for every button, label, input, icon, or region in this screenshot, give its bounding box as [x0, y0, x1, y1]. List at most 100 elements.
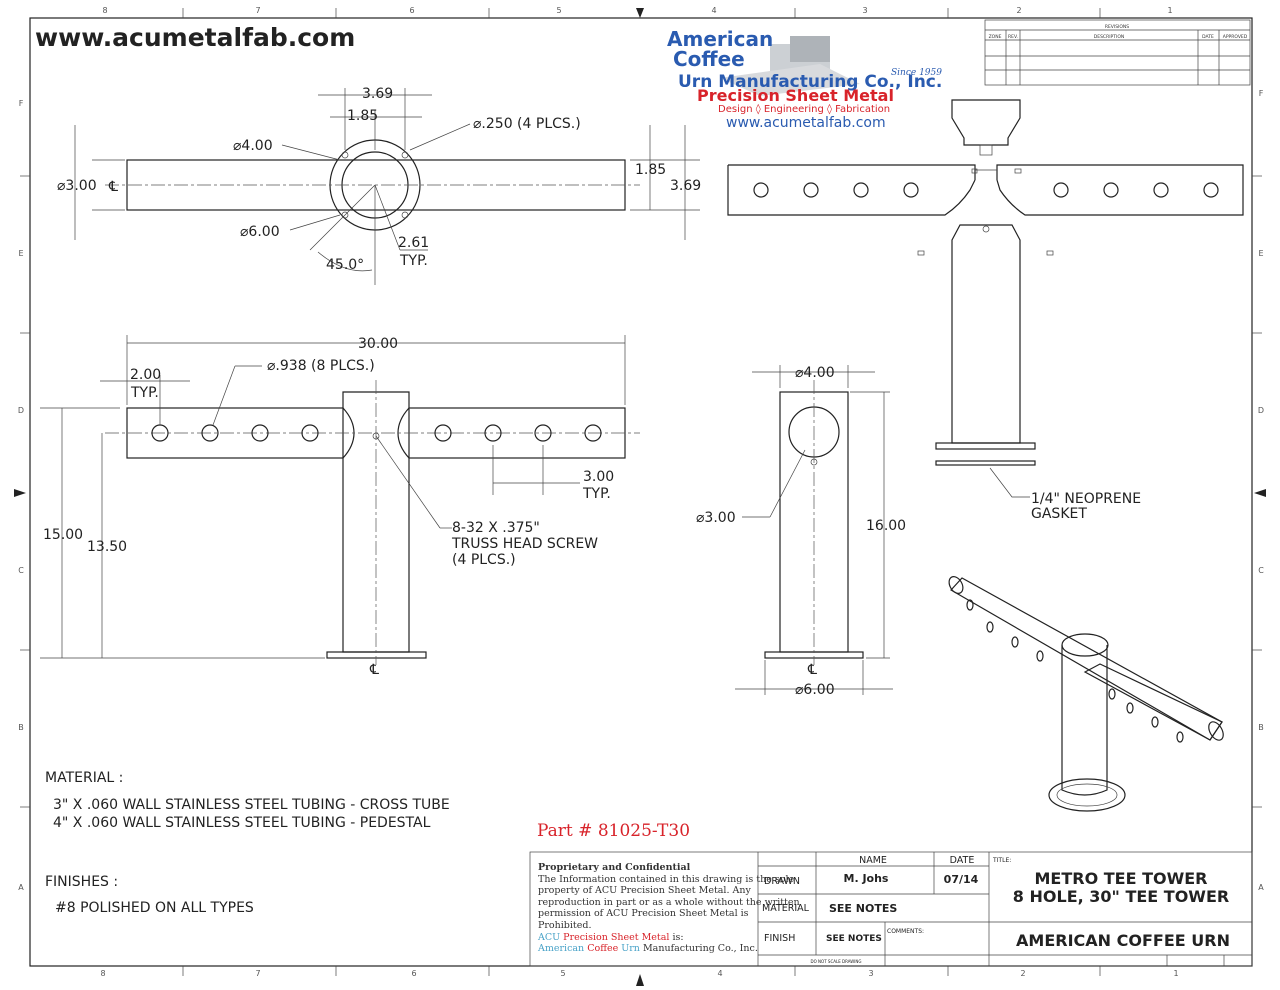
no-scale-note: DO NOT SCALE DRAWING: [811, 959, 862, 964]
zone-row: F: [1259, 89, 1264, 98]
rev-header: APPROVED: [1223, 34, 1248, 40]
date-header: DATE: [950, 855, 975, 866]
screw-callout-2: TRUSS HEAD SCREW: [451, 536, 598, 552]
zone-row: B: [18, 723, 24, 732]
zone-row: F: [19, 99, 24, 108]
zone-col: 4: [717, 969, 722, 978]
material-line: 4" X .060 WALL STAINLESS STEEL TUBING - …: [53, 815, 431, 831]
dim-dia-600: ⌀6.00: [795, 682, 835, 698]
dim-typ: TYP.: [130, 385, 159, 401]
proprietary-text: property of ACU Precision Sheet Metal. A…: [538, 885, 751, 896]
zone-col: 7: [255, 6, 260, 15]
dim-angle: 45.0°: [326, 257, 364, 273]
gasket-callout-2: GASKET: [1031, 506, 1087, 522]
dim-dia-400: ⌀4.00: [233, 138, 273, 154]
proprietary-text: Prohibited.: [538, 920, 591, 931]
logo-line1: American: [667, 27, 773, 51]
dim-height-1350: 13.50: [87, 539, 127, 555]
exploded-view: 1/4" NEOPRENE GASKET: [727, 99, 1244, 522]
zone-col: 8: [102, 6, 107, 15]
company-name: AMERICAN COFFEE URN: [1016, 931, 1230, 950]
website-header[interactable]: www.acumetalfab.com: [35, 23, 355, 52]
dim-top-185: 1.85: [347, 108, 378, 124]
dim-dia-300: ⌀3.00: [57, 178, 97, 194]
zone-col: 6: [409, 6, 414, 15]
dim-dia-600: ⌀6.00: [240, 224, 280, 240]
dim-height-1600: 16.00: [866, 518, 906, 534]
zone-col: 4: [711, 6, 716, 15]
dim-261: 2.61: [398, 235, 429, 251]
drawn-date: 07/14: [944, 873, 979, 886]
zone-col: 3: [862, 6, 867, 15]
logo-line4: Precision Sheet Metal: [697, 86, 894, 105]
zone-row: D: [18, 406, 24, 415]
zone-col: 6: [411, 969, 416, 978]
top-view: 3.69 1.85 ⌀.250 (4 PLCS.) ⌀4.00 ⌀3.00 ℄ …: [57, 86, 701, 285]
rev-header: DESCRIPTION: [1094, 34, 1124, 40]
zone-row: D: [1258, 406, 1264, 415]
acu-text: ACU: [537, 932, 560, 943]
finish-label: FINISH: [764, 933, 795, 944]
zone-col: 3: [868, 969, 873, 978]
zone-row: E: [1258, 249, 1263, 258]
zone-row: A: [1258, 883, 1264, 892]
centerline-symbol: ℄: [369, 662, 379, 678]
dim-length-3000: 30.00: [358, 336, 398, 352]
company-text: American: [537, 943, 584, 954]
zone-row: C: [1258, 566, 1264, 575]
proprietary-title: Proprietary and Confidential: [538, 862, 691, 873]
dim-top-369: 3.69: [362, 86, 393, 102]
title-label: TITLE:: [992, 857, 1011, 864]
zone-row: E: [18, 249, 23, 258]
company-text: Urn: [621, 943, 640, 954]
company-logo: American Coffee Urn Manufacturing Co., I…: [667, 27, 942, 131]
proprietary-text: The Information contained in this drawin…: [538, 874, 795, 885]
revisions-title: REVISIONS: [1105, 24, 1129, 30]
notes: MATERIAL : 3" X .060 WALL STAINLESS STEE…: [45, 770, 690, 916]
revisions-table: REVISIONS ZONE REV. DESCRIPTION DATE APP…: [984, 19, 1251, 86]
material-line: 3" X .060 WALL STAINLESS STEEL TUBING - …: [53, 797, 450, 813]
dim-dia-400: ⌀4.00: [795, 365, 835, 381]
zone-row: B: [1258, 723, 1264, 732]
acu-line: ACU Precision Sheet Metal is:: [537, 932, 684, 943]
zone-col: 7: [255, 969, 260, 978]
logo-url[interactable]: www.acumetalfab.com: [726, 115, 886, 131]
zone-col: 2: [1016, 6, 1021, 15]
drawn-label: DRAWN: [764, 876, 800, 887]
centerline-symbol: ℄: [807, 662, 817, 678]
rev-header: DATE: [1202, 34, 1214, 40]
part-number: Part # 81025-T30: [537, 821, 690, 841]
dim-height-1500: 15.00: [43, 527, 83, 543]
name-header: NAME: [859, 855, 887, 866]
company-text: Coffee: [587, 943, 618, 954]
dim-right-185: 1.85: [635, 162, 666, 178]
finish-line: #8 POLISHED ON ALL TYPES: [55, 900, 254, 916]
zone-col: 2: [1020, 969, 1025, 978]
gasket-callout-1: 1/4" NEOPRENE: [1031, 491, 1141, 507]
screw-callout-3: (4 PLCS.): [452, 552, 516, 568]
finish-value: SEE NOTES: [826, 934, 882, 944]
proprietary-text: permission of ACU Precision Sheet Metal …: [538, 908, 749, 919]
dim-hole-250: ⌀.250 (4 PLCS.): [473, 116, 581, 132]
zone-col: 1: [1173, 969, 1178, 978]
zone-ticks: [20, 8, 1262, 976]
proprietary-text: reproduction in part or as a whole witho…: [538, 897, 800, 908]
logo-line2: Coffee: [673, 47, 745, 71]
dim-right-369: 3.69: [670, 178, 701, 194]
centering-arrows: [14, 8, 1266, 986]
title-block: Proprietary and Confidential The Informa…: [529, 851, 1253, 967]
centerline-symbol: ℄: [108, 179, 118, 195]
screw-callout-1: 8-32 X .375": [452, 520, 540, 536]
dim-holes-938: ⌀.938 (8 PLCS.): [267, 358, 375, 374]
finishes-label: FINISHES :: [45, 874, 118, 890]
logo-line3: Urn Manufacturing Co., Inc.: [678, 72, 942, 92]
zone-col: 5: [556, 6, 561, 15]
front-view: 30.00 2.00 TYP. ⌀.938 (8 PLCS.) 3.00 TYP…: [40, 335, 640, 678]
side-view: ⌀4.00 ⌀3.00 16.00 ℄ ⌀6.00: [696, 365, 906, 698]
zone-col: 5: [560, 969, 565, 978]
material-label: MATERIAL: [762, 903, 810, 914]
logo-tagline: Design ◊ Engineering ◊ Fabrication: [718, 103, 890, 115]
comments-label: COMMENTS:: [887, 928, 924, 935]
zone-col: 1: [1167, 6, 1172, 15]
